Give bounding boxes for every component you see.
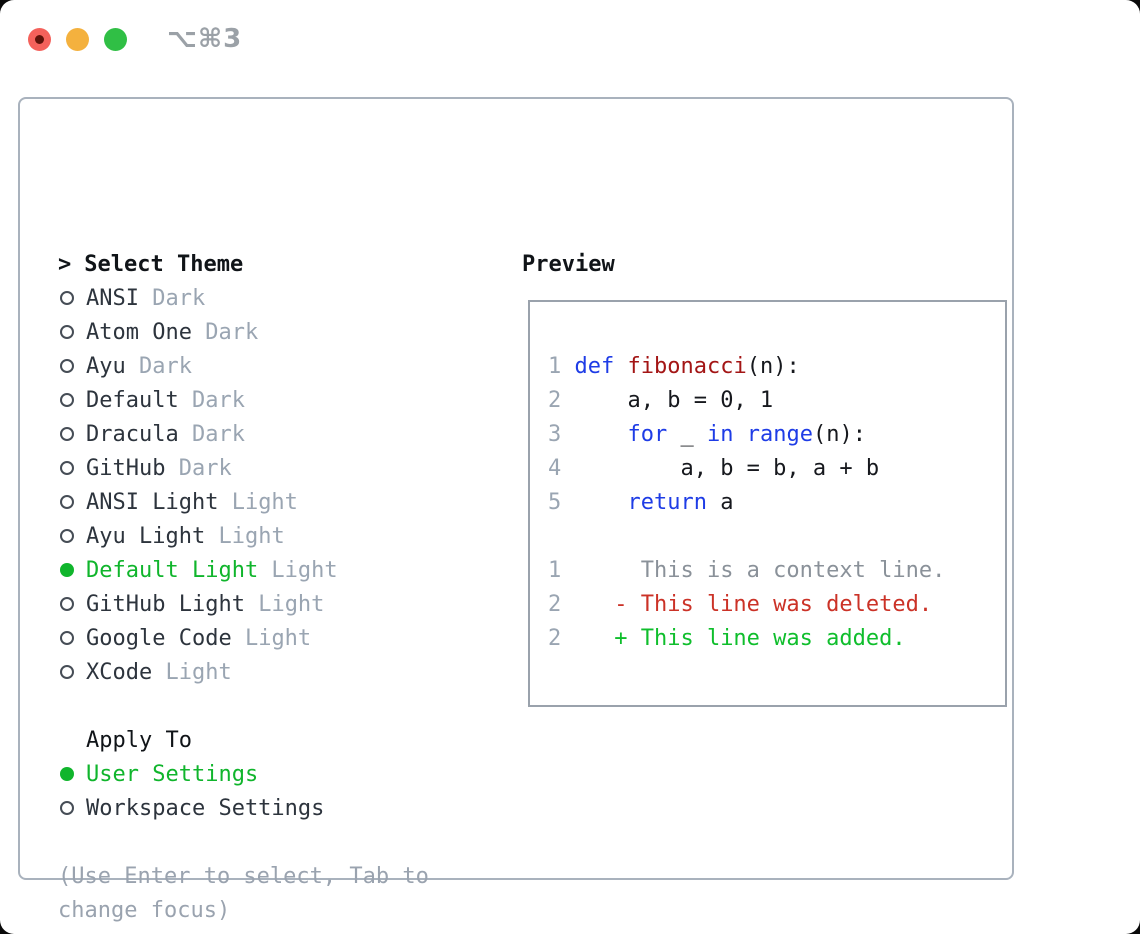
option-label: Atom One <box>86 319 192 345</box>
prompt-icon: > <box>58 251 72 277</box>
theme-option[interactable]: Dracula Dark <box>58 417 429 451</box>
code-line: 3 for _ in range(n): <box>548 422 866 447</box>
help-line-1: (Use Enter to select, Tab to <box>58 863 429 889</box>
code-line: 2 + This line was added. <box>548 626 906 651</box>
apply-option[interactable]: Workspace Settings <box>58 791 429 825</box>
radio-selected-icon <box>60 563 74 577</box>
variant-tag: Light <box>205 523 285 549</box>
variant-tag: Light <box>244 591 325 617</box>
spacer <box>58 689 429 723</box>
variant-tag: Dark <box>191 319 259 345</box>
radio-unselected-icon <box>60 597 74 611</box>
radio-unselected-icon <box>60 495 74 509</box>
theme-option[interactable]: ANSI Light Light <box>58 485 429 519</box>
code-line: 5 return a <box>548 490 734 515</box>
option-label: GitHub Light <box>86 591 245 617</box>
radio-unselected-icon <box>60 631 74 645</box>
select-theme-header: > Select Theme <box>58 247 429 281</box>
radio-selected-icon <box>60 767 74 781</box>
code-line: 2 - This line was deleted. <box>548 592 933 617</box>
option-label: Workspace Settings <box>86 795 325 821</box>
radio-unselected-icon <box>60 393 74 407</box>
variant-tag: Light <box>258 557 338 583</box>
select-theme-title: Select Theme <box>84 251 244 277</box>
option-label: ANSI <box>86 285 139 311</box>
close-button[interactable] <box>28 28 51 51</box>
theme-option[interactable]: Default Dark <box>58 383 429 417</box>
spacer <box>58 825 429 859</box>
option-label: Default Light <box>86 557 259 583</box>
radio-unselected-icon <box>60 801 74 815</box>
option-label: XCode <box>86 659 153 685</box>
option-label: ANSI Light <box>86 489 219 515</box>
theme-option[interactable]: ANSI Dark <box>58 281 429 315</box>
radio-unselected-icon <box>60 461 74 475</box>
variant-tag: Light <box>231 625 312 651</box>
theme-option[interactable]: Atom One Dark <box>58 315 429 349</box>
code-line: 1 This is a context line. <box>548 558 946 583</box>
window-title: ⌥⌘3 <box>167 24 243 54</box>
help-text: (Use Enter to select, Tab to change focu… <box>58 859 429 927</box>
help-line-2: change focus) <box>58 897 231 923</box>
titlebar: ⌥⌘3 <box>0 0 1140 80</box>
option-label: Default <box>86 387 179 413</box>
radio-unselected-icon <box>60 359 74 373</box>
theme-option[interactable]: Google Code Light <box>58 621 429 655</box>
radio-unselected-icon <box>60 529 74 543</box>
option-label: GitHub <box>86 455 166 481</box>
theme-option[interactable]: Default Light Light <box>58 553 429 587</box>
theme-option[interactable]: GitHub Light Light <box>58 587 429 621</box>
radio-unselected-icon <box>60 427 74 441</box>
apply-to-header: Apply To <box>86 727 192 753</box>
code-line <box>548 520 1005 554</box>
variant-tag: Light <box>218 489 298 515</box>
option-label: Google Code <box>86 625 232 651</box>
variant-tag: Dark <box>125 353 192 379</box>
option-label: Ayu <box>86 353 126 379</box>
option-label: User Settings <box>86 761 259 787</box>
preview-box: 1 def fibonacci(n): 2 a, b = 0, 1 3 for _ … <box>528 300 1007 707</box>
variant-tag: Dark <box>178 421 245 447</box>
theme-option[interactable]: XCode Light <box>58 655 429 689</box>
code-line: 1 def fibonacci(n): <box>548 354 800 379</box>
unsaved-dot-icon <box>35 35 44 44</box>
code-line: 2 a, b = 0, 1 <box>548 388 774 413</box>
maximize-button[interactable] <box>104 28 127 51</box>
theme-option[interactable]: Ayu Dark <box>58 349 429 383</box>
variant-tag: Dark <box>165 455 232 481</box>
radio-unselected-icon <box>60 291 74 305</box>
preview-title: Preview <box>522 251 615 277</box>
radio-unselected-icon <box>60 325 74 339</box>
theme-option[interactable]: Ayu Light Light <box>58 519 429 553</box>
variant-tag: Dark <box>178 387 245 413</box>
radio-unselected-icon <box>60 665 74 679</box>
minimize-button[interactable] <box>66 28 89 51</box>
code-line: 4 a, b = b, a + b <box>548 456 880 481</box>
theme-option[interactable]: GitHub Dark <box>58 451 429 485</box>
code-preview: 1 def fibonacci(n): 2 a, b = 0, 1 3 for _ … <box>530 302 1005 656</box>
option-label: Ayu Light <box>86 523 206 549</box>
option-label: Dracula <box>86 421 179 447</box>
variant-tag: Dark <box>138 285 206 311</box>
apply-option[interactable]: User Settings <box>58 757 429 791</box>
variant-tag: Light <box>152 659 232 685</box>
